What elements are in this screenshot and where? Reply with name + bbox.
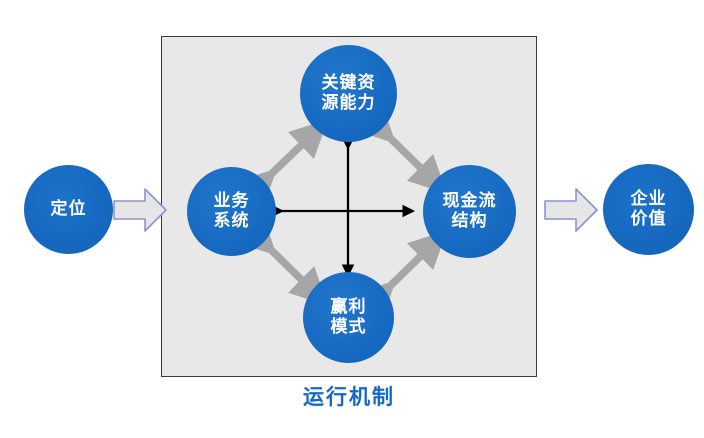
node-business-system-label-line2: 系统 bbox=[213, 210, 250, 231]
node-key-resource-label-line1: 关键资 bbox=[321, 72, 376, 93]
node-business-system-label-line1: 业务 bbox=[213, 190, 250, 211]
right-chevron-block-arrow-icon bbox=[544, 188, 598, 232]
node-profit-model-label-line1: 赢利 bbox=[330, 296, 367, 317]
node-business-system[interactable]: 业务 系统 bbox=[187, 167, 276, 256]
node-key-resource[interactable]: 关键资 源能力 bbox=[300, 45, 397, 142]
node-cash-flow[interactable]: 现金流 结构 bbox=[423, 165, 516, 258]
block-arrow-left bbox=[112, 186, 168, 234]
node-key-resource-label-line2: 源能力 bbox=[321, 92, 376, 113]
right-chevron-block-arrow-icon bbox=[113, 188, 167, 232]
node-profit-model-label-line2: 模式 bbox=[330, 316, 367, 337]
node-cash-flow-label-line2: 结构 bbox=[451, 210, 488, 231]
node-enterprise-value-label-line2: 价值 bbox=[630, 208, 667, 229]
node-profit-model[interactable]: 赢利 模式 bbox=[303, 272, 394, 363]
node-cash-flow-label-line1: 现金流 bbox=[442, 190, 497, 211]
node-enterprise-value[interactable]: 企业 价值 bbox=[603, 164, 694, 255]
node-positioning-label-line1: 定位 bbox=[50, 198, 87, 219]
block-arrow-right bbox=[543, 186, 599, 234]
node-enterprise-value-label-line1: 企业 bbox=[630, 188, 667, 209]
panel-caption: 运行机制 bbox=[303, 385, 395, 409]
node-positioning[interactable]: 定位 bbox=[24, 165, 113, 254]
